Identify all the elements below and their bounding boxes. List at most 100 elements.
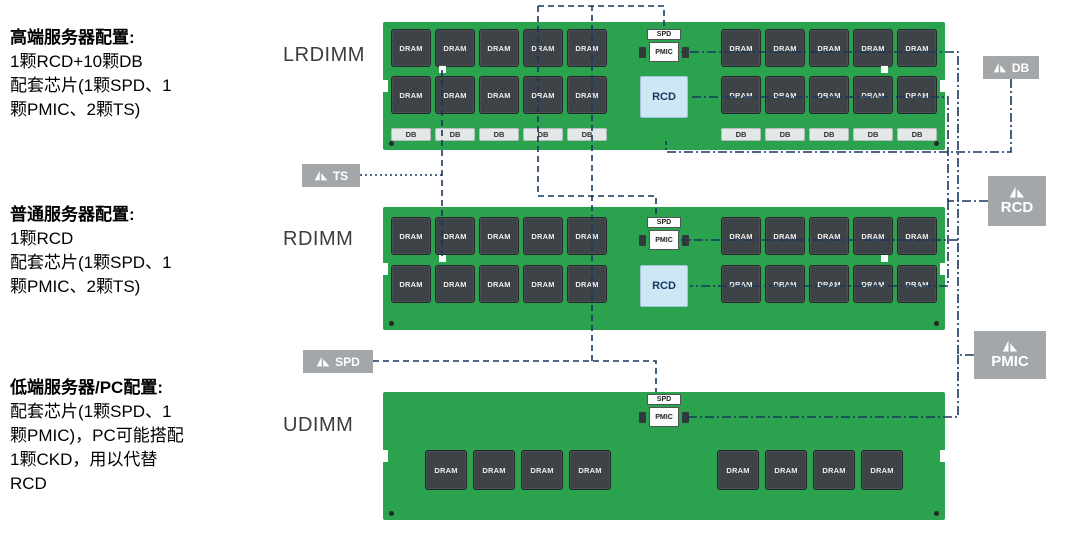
spd-pmic-stack: SPD PMIC [639,394,689,427]
component-chip [639,234,646,246]
montage-logo-icon [314,170,328,181]
dram-chip: DRAM [435,76,475,114]
dram-chip: DRAM [809,29,849,67]
callout-spd: SPD [303,350,373,373]
mounting-hole [389,321,394,326]
db-chip: DB [853,128,893,141]
note-title: 高端服务器配置: [10,28,135,47]
ts-sensor [881,66,888,73]
note-body: 1颗RCD+10颗DB 配套芯片(1颗SPD、1 颗PMIC、2颗TS) [10,52,172,119]
component-chip [639,411,646,423]
pmic-row: PMIC [639,407,689,427]
callout-ts: TS [302,164,360,187]
pmic-chip: PMIC [649,407,679,427]
component-chip [639,46,646,58]
center-cell: RCD [609,265,719,307]
db-gap [634,128,694,141]
dram-chip: DRAM [479,76,519,114]
dram-chip: DRAM [765,450,807,490]
dram-chip: DRAM [567,265,607,303]
note-body: 配套芯片(1颗SPD、1 颗PMIC)，PC可能搭配 1颗CKD，用以代替 RC… [10,402,184,493]
note-low-end-server-pc: 低端服务器/PC配置: 配套芯片(1颗SPD、1 颗PMIC)，PC可能搭配 1… [10,376,278,496]
mounting-hole [934,321,939,326]
dram-chip: DRAM [721,217,761,255]
callout-label: SPD [335,354,360,369]
dram-chip: DRAM [425,450,467,490]
dram-chip: DRAM [479,265,519,303]
center-cell: SPD PMIC [609,29,719,67]
dram-chip: DRAM [521,450,563,490]
callout-db: DB [983,56,1039,79]
dram-chip: DRAM [721,76,761,114]
callout-rcd: RCD [988,176,1046,226]
note-body: 1颗RCD 配套芯片(1颗SPD、1 颗PMIC、2颗TS) [10,229,172,296]
dram-chip: DRAM [809,76,849,114]
dram-chip: DRAM [435,265,475,303]
mounting-hole [389,511,394,516]
dram-chip: DRAM [479,217,519,255]
dram-chip: DRAM [391,217,431,255]
dram-chip: DRAM [717,450,759,490]
dram-chip: DRAM [473,450,515,490]
spd-chip: SPD [647,29,681,40]
db-chip: DB [567,128,607,141]
dram-chip: DRAM [523,265,563,303]
pmic-chip: PMIC [649,42,679,62]
mounting-hole [389,141,394,146]
wire-spd-udimm [373,360,657,392]
dram-chip: DRAM [721,265,761,303]
dram-chip: DRAM [765,217,805,255]
db-chip: DB [479,128,519,141]
dram-chip: DRAM [809,265,849,303]
pmic-row: PMIC [639,42,689,62]
dram-chip: DRAM [853,29,893,67]
dram-chip: DRAM [479,29,519,67]
db-chip: DB [765,128,805,141]
dram-chip: DRAM [853,76,893,114]
dram-chip: DRAM [567,217,607,255]
spd-chip: SPD [647,217,681,228]
dram-chip: DRAM [523,76,563,114]
dram-chip: DRAM [897,76,937,114]
db-chip: DB [391,128,431,141]
dram-chip: DRAM [523,217,563,255]
dram-chip: DRAM [435,29,475,67]
dram-chip: DRAM [391,265,431,303]
rcd-chip: RCD [640,265,688,307]
dram-chip: DRAM [897,29,937,67]
callout-label: TS [332,168,349,183]
dram-chip: DRAM [809,217,849,255]
note-title: 低端服务器/PC配置: [10,378,163,397]
component-chip [682,411,689,423]
dram-chip: DRAM [567,76,607,114]
board-notch [940,262,946,275]
montage-logo-icon [1009,186,1025,198]
dram-chip: DRAM [853,217,893,255]
ts-sensor [439,66,446,73]
board-notch [940,450,946,462]
dram-chip: DRAM [897,217,937,255]
spd-chip: SPD [647,394,681,405]
dram-chip: DRAM [435,217,475,255]
db-chip: DB [897,128,937,141]
callout-pmic: PMIC [974,331,1046,379]
ts-sensor [881,255,888,262]
dram-chip: DRAM [853,265,893,303]
board-notch [382,262,388,275]
dram-chip: DRAM [765,76,805,114]
